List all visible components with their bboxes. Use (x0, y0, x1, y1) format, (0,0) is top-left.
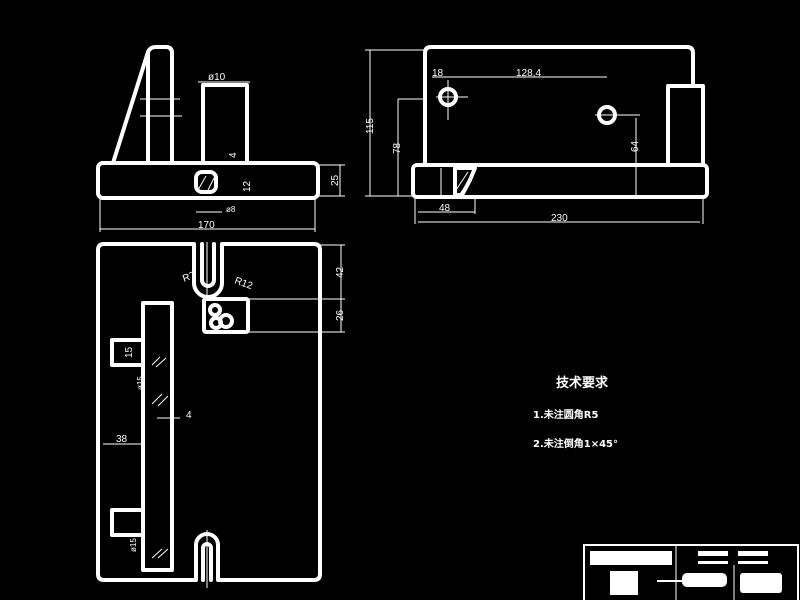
dim-dia8: ø8 (226, 205, 236, 214)
front-base (96, 161, 320, 200)
top-slot (200, 242, 216, 288)
dim-18: 18 (432, 68, 444, 79)
plan-tabs (110, 338, 145, 537)
side-back-plate (423, 45, 695, 167)
dim-42: 42 (335, 266, 346, 278)
side-view: 115 78 64 18 128,4 48 230 (365, 45, 709, 224)
dim-170: 170 (198, 220, 215, 231)
dim-78: 78 (392, 142, 403, 154)
dim-64: 64 (630, 140, 641, 152)
dim-r7: R7 (181, 270, 197, 285)
side-base (411, 163, 709, 199)
plan-view: 42 26 R7 R12 15 ø15 ø15 4 38 (96, 242, 346, 588)
technical-requirements: 技术要求 1.未注圆角R5 2.未注倒角1×45° (533, 375, 618, 450)
plan-block (202, 297, 250, 334)
front-gusset-plate (111, 45, 174, 165)
side-column (666, 84, 705, 167)
dim-25: 25 (330, 174, 341, 186)
dim-230: 230 (551, 213, 568, 224)
plan-outline (96, 242, 322, 582)
tech-req-item-1: 1.未注圆角R5 (533, 408, 598, 421)
tech-req-title: 技术要求 (556, 375, 609, 391)
plan-bar (141, 301, 174, 572)
dim-26: 26 (335, 309, 346, 321)
dim-r12: R12 (233, 275, 254, 292)
dim-115: 115 (365, 118, 376, 134)
front-column (201, 83, 249, 165)
dim-128-4: 128,4 (516, 68, 541, 79)
dim-dia15-top: ø15 (136, 376, 145, 390)
dim-12: 12 (242, 180, 253, 192)
dim-4: 4 (228, 152, 239, 158)
dim-15: 15 (124, 346, 135, 358)
dim-dia15-bottom: ø15 (129, 538, 138, 552)
front-view: 170 25 ø10 4 12 ø8 (96, 45, 345, 232)
dim-dia10: ø10 (208, 72, 226, 83)
dim-48: 48 (439, 203, 451, 214)
tech-req-item-2: 2.未注倒角1×45° (533, 437, 618, 450)
dim-4-plan: 4 (186, 410, 192, 421)
title-block (583, 544, 799, 600)
dim-38: 38 (116, 434, 128, 445)
